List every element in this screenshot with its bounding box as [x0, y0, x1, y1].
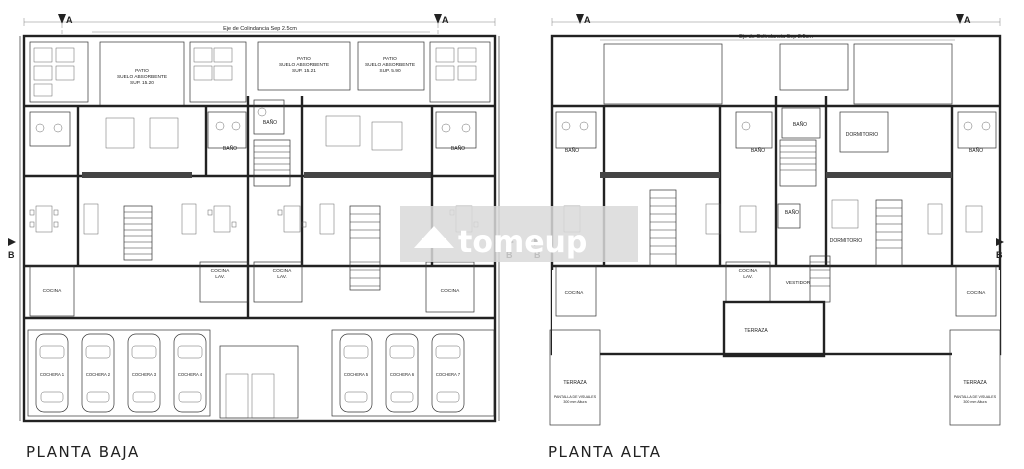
car-outline	[81, 333, 115, 413]
car-windshield	[131, 345, 157, 359]
car-outline	[431, 333, 465, 413]
kitchen-label: COCINA	[441, 288, 460, 294]
ground-stairs	[123, 139, 381, 291]
kitchen-label: LAV.	[215, 274, 225, 280]
garage-label: COCHERA 7	[436, 372, 461, 377]
car-rear-window	[40, 391, 64, 403]
garage-label: COCHERA 1	[40, 372, 65, 377]
car-outline	[127, 333, 161, 413]
terrace-label: TERRAZA	[563, 380, 587, 386]
section-a-marker: A	[442, 15, 449, 25]
car-rear-window	[390, 391, 414, 403]
screen-note: 300 mm Altura	[563, 400, 586, 404]
terrace-label: TERRAZA	[963, 380, 987, 386]
section-a-marker: A	[584, 15, 591, 25]
upper-outer-wall	[550, 34, 1002, 356]
car-outline	[339, 333, 373, 413]
car-windshield	[435, 345, 461, 359]
kitchen-label: LAV.	[743, 274, 753, 280]
car-rear-window	[436, 391, 460, 403]
closet-label: VESTIDOR	[786, 280, 811, 286]
upper-floor-title: PLANTA ALTA	[548, 443, 662, 461]
watermark-logo: tomeup	[400, 206, 638, 262]
car-outline	[35, 333, 69, 413]
section-b-marker: B	[996, 250, 1003, 260]
screen-note: 300 mm Altura	[963, 400, 986, 404]
kitchen-label: LAV.	[277, 274, 287, 280]
screen-note: PANTALLA DE VISUALES	[954, 395, 997, 399]
car-windshield	[343, 345, 369, 359]
patio-label: PATIO	[135, 68, 149, 74]
car-rear-window	[86, 391, 110, 403]
car-rear-window	[178, 391, 202, 403]
kitchen-label: COCINA	[211, 268, 230, 274]
kitchen-label: COCINA	[967, 290, 986, 296]
car-windshield	[177, 345, 203, 359]
patio-label: PATIO	[383, 56, 397, 62]
bathroom-label: BAÑO	[785, 209, 799, 216]
kitchen-label: COCINA	[739, 268, 758, 274]
ground-floor-plan: Eje de Colindancia Sep 2.5cm A A B B PAT…	[8, 14, 514, 461]
kitchen-label: COCINA	[273, 268, 292, 274]
car-rear-window	[132, 391, 156, 403]
garage-label: COCHERA 5	[344, 372, 369, 377]
bedroom-label: DORMITORIO	[846, 132, 879, 138]
bathroom-label: BAÑO	[751, 147, 765, 154]
patio-label: SUELO ABSORBENTE	[365, 62, 415, 68]
section-a-marker: A	[66, 15, 73, 25]
ground-floor-title: PLANTA BAJA	[26, 443, 140, 461]
car-rear-window	[344, 391, 368, 403]
bathroom-label: BAÑO	[793, 121, 807, 128]
upper-axis-label: Eje de Colindancia Sep 2.5cm	[739, 34, 813, 40]
bathroom-label: BAÑO	[223, 145, 237, 152]
watermark-text: tomeup	[458, 225, 587, 260]
patio-label: SUP. 15.20	[130, 80, 154, 86]
screen-note: PANTALLA DE VISUALES	[554, 395, 597, 399]
bathroom-label: BAÑO	[263, 119, 277, 126]
car-windshield	[39, 345, 65, 359]
patio-label: SUELO ABSORBENTE	[279, 62, 329, 68]
bedroom-label: DORMITORIO	[830, 238, 863, 244]
car-outline	[385, 333, 419, 413]
car-windshield	[85, 345, 111, 359]
bathroom-label: BAÑO	[451, 145, 465, 152]
terrace-label: TERRAZA	[744, 328, 768, 334]
patio-label: SUP. 5.90	[379, 68, 401, 74]
garage-label: COCHERA 2	[86, 372, 111, 377]
patio-label: PATIO	[297, 56, 311, 62]
garage-label: COCHERA 3	[132, 372, 157, 377]
car-windshield	[389, 345, 415, 359]
kitchen-label: COCINA	[565, 290, 584, 296]
ground-axis-label: Eje de Colindancia Sep 2.5cm	[223, 26, 297, 32]
patio-label: SUP. 15.21	[292, 68, 316, 74]
bathroom-label: BAÑO	[969, 147, 983, 154]
upper-floor-plan: TERRAZA TERRAZA PANTALLA DE VISUALES 300…	[534, 14, 1004, 461]
section-a-marker: A	[964, 15, 971, 25]
garage-row	[27, 329, 495, 419]
garage-label: COCHERA 4	[178, 372, 203, 377]
car-outline	[173, 333, 207, 413]
bathroom-label: BAÑO	[565, 147, 579, 154]
patio-label: SUELO ABSORBENTE	[117, 74, 167, 80]
section-b-marker: B	[8, 250, 15, 260]
kitchen-label: COCINA	[43, 288, 62, 294]
garage-label: COCHERA 6	[390, 372, 415, 377]
upper-stairs	[649, 139, 903, 303]
